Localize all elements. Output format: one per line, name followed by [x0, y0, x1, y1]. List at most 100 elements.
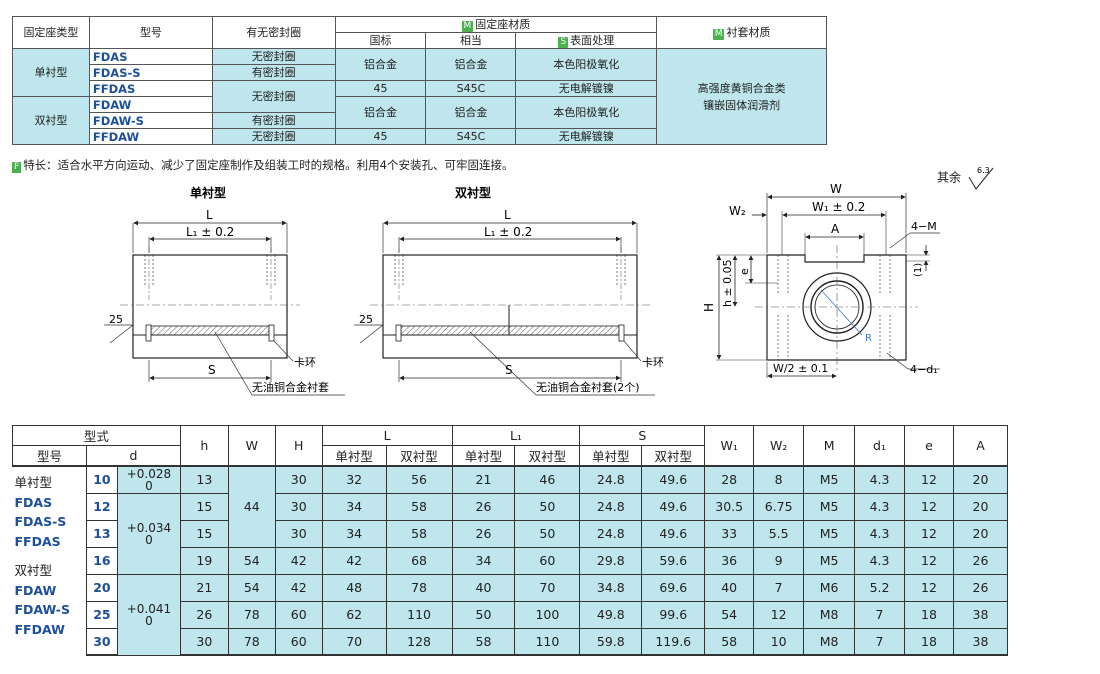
- cell-h: 30: [179, 627, 229, 656]
- model-code: FDAW: [88, 96, 213, 113]
- cell-L_d: 128: [385, 627, 453, 656]
- cell-L_d: 78: [385, 573, 453, 602]
- cell-W2: 7: [753, 573, 805, 602]
- cell-W2: 10: [753, 627, 805, 656]
- cell-S_s: 24.8: [579, 492, 643, 521]
- type-model-code: FFDAW: [14, 621, 65, 637]
- cell-H: 60: [274, 600, 323, 629]
- cell-W: 54: [227, 573, 276, 602]
- type-model-code: FDAS-S: [14, 514, 67, 529]
- cell-d1: 5.2: [854, 573, 905, 602]
- cell-S_s: 59.8: [579, 627, 643, 656]
- svg-text:h ± 0.05: h ± 0.05: [721, 259, 734, 307]
- svg-text:W/2 ± 0.1: W/2 ± 0.1: [773, 362, 828, 375]
- bore-diameter: 30: [85, 627, 118, 656]
- material-std: 45: [334, 128, 427, 145]
- cell-W1: 58: [704, 627, 755, 656]
- technical-drawings: 单衬型 L L₁ ± 0.2 25 S: [104, 182, 940, 396]
- cell-W2: 8: [753, 465, 805, 494]
- bore-diameter: 12: [85, 492, 118, 521]
- cell-S_d: 49.6: [641, 519, 706, 548]
- cell-h: 26: [179, 600, 229, 629]
- surface-cell: 本色阳极氧化: [515, 96, 658, 129]
- svg-text:L₁ ± 0.2: L₁ ± 0.2: [484, 225, 532, 239]
- cell-L1_s: 58: [451, 627, 516, 656]
- svg-text:H: H: [702, 303, 716, 312]
- type-model-code: FDAW: [14, 582, 57, 598]
- cell-L1_d: 60: [514, 546, 581, 575]
- cell-S_d: 49.6: [641, 465, 706, 494]
- cell-S_d: 119.6: [641, 627, 706, 656]
- seal-cell: 有密封圈: [211, 64, 336, 81]
- cell-e: 12: [904, 546, 954, 575]
- cell-L_s: 70: [321, 627, 387, 656]
- bushing-label: 无油铜合金衬套: [252, 380, 329, 394]
- cell-e: 12: [904, 492, 954, 521]
- cell-d1: 4.3: [854, 465, 905, 494]
- cell-L_d: 68: [385, 546, 453, 575]
- cell-A: 38: [952, 600, 1009, 629]
- seal-cell: 无密封圈: [211, 128, 336, 145]
- cell-M: M8: [803, 600, 856, 629]
- model-code: FDAS-S: [88, 64, 213, 81]
- cell-L_d: 58: [385, 519, 453, 548]
- cell-W: 44: [227, 465, 276, 548]
- cell-A: 26: [952, 546, 1009, 575]
- cell-h: 15: [179, 492, 229, 521]
- svg-text:25: 25: [359, 313, 373, 326]
- cell-S_s: 24.8: [579, 465, 643, 494]
- cell-S_s: 29.8: [579, 546, 643, 575]
- bushing-material-cell: 高强度黄铜合金类镶嵌固体润滑剂: [656, 48, 827, 145]
- type-model-code: FFDAS: [14, 533, 61, 549]
- svg-text:L: L: [206, 208, 213, 222]
- cell-h: 15: [179, 519, 229, 548]
- bore-diameter: 25: [85, 600, 118, 629]
- cell-H: 30: [274, 465, 323, 494]
- cell-L1_d: 50: [514, 519, 581, 548]
- type-model-code: FDAW-S: [14, 602, 70, 617]
- cell-A: 26: [952, 573, 1009, 602]
- feature-text: 特长：适合水平方向运动、减少了固定座制作及组装工时的规格。利用4个安装孔、可牢固…: [23, 158, 514, 172]
- cell-A: 20: [952, 492, 1009, 521]
- cell-H: 60: [274, 627, 323, 656]
- cell-e: 12: [904, 573, 954, 602]
- model-code: FFDAS: [88, 80, 213, 97]
- surface-cell: 无电解镀镍: [515, 80, 658, 97]
- cell-L_d: 58: [385, 492, 453, 521]
- roughness-icon: 6.3: [968, 166, 994, 190]
- tapped-hole-label: 4−M: [911, 220, 937, 233]
- cell-L1_s: 50: [451, 600, 516, 629]
- header-d: d: [85, 445, 181, 467]
- bore-diameter: 20: [85, 573, 118, 602]
- col-W1: W₁: [704, 425, 755, 467]
- col-e: e: [904, 425, 954, 467]
- clip-label: 卡环: [642, 356, 664, 369]
- col-W: W: [227, 425, 276, 467]
- cell-M: M6: [803, 573, 856, 602]
- bore-diameter: 16: [85, 546, 118, 575]
- col-W2: W₂: [753, 425, 805, 467]
- cell-h: 19: [179, 546, 229, 575]
- s-badge: S: [558, 36, 569, 48]
- cell-S_s: 24.8: [579, 519, 643, 548]
- seal-cell: 无密封圈: [211, 48, 336, 65]
- cell-M: M5: [803, 465, 856, 494]
- cell-d1: 4.3: [854, 492, 905, 521]
- cell-W: 78: [227, 627, 276, 656]
- cell-L1_d: 110: [514, 627, 581, 656]
- cell-L1_d: 46: [514, 465, 581, 494]
- cell-A: 20: [952, 519, 1009, 548]
- cell-M: M5: [803, 519, 856, 548]
- bore-diameter: 10: [85, 465, 118, 494]
- col-h: h: [179, 425, 229, 467]
- cell-W2: 6.75: [753, 492, 805, 521]
- type-group-label: 双衬型: [14, 563, 53, 578]
- cell-H: 42: [274, 546, 323, 575]
